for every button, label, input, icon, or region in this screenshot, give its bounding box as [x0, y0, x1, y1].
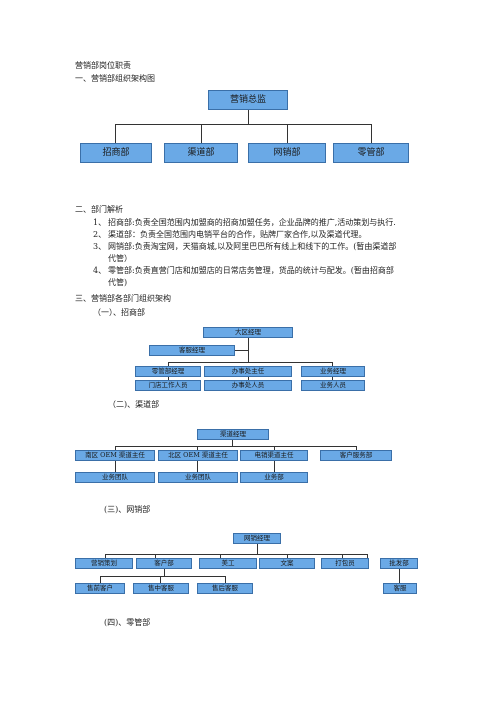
org-node: 业务人员 [301, 380, 365, 391]
org-node: 营销策划 [75, 558, 133, 569]
org-node: 零管部经理 [135, 366, 201, 377]
connector [168, 362, 332, 363]
org-node-channel-manager: 渠道经理 [197, 429, 269, 440]
connector [225, 576, 226, 583]
org-dept-online-sales: 网销部 [248, 143, 326, 163]
connector [168, 377, 169, 380]
analysis-item-text: 渠道部：负责全国范围内电销平台的合作，贴牌厂家合作,以及渠道代理。 [108, 230, 367, 239]
org-node: 业务部 [240, 472, 308, 483]
connector [168, 362, 169, 366]
org-node: 门店工作人员 [135, 380, 201, 391]
connector [248, 377, 249, 380]
analysis-item-text-cont: 代管） [108, 254, 132, 263]
org-node-regional-manager: 大区经理 [203, 327, 293, 338]
connector [367, 554, 368, 558]
connector [201, 124, 202, 143]
connector [274, 446, 275, 450]
org-node: 文案 [259, 558, 315, 569]
connector [356, 446, 357, 450]
analysis-item-number: 4、 [93, 266, 107, 275]
subsection-channel: （二)、渠道部 [108, 400, 160, 409]
org-node: 客户部 [136, 558, 192, 569]
connector [105, 554, 106, 558]
connector [160, 576, 161, 583]
connector [287, 124, 288, 143]
connector [105, 554, 367, 555]
org-node: 打包员 [321, 558, 369, 569]
org-dept-recruitment: 招商部 [80, 143, 152, 163]
connector [100, 576, 225, 577]
org-node: 美工 [199, 558, 257, 569]
org-node: 办事处人员 [204, 380, 292, 391]
connector [232, 440, 233, 446]
analysis-item-text: 招商部:负责全国范围内加盟商的招商加盟任务，企业品牌的推广,活动策划与执行. [108, 218, 396, 227]
connector [257, 544, 258, 554]
analysis-item-number: 1、 [93, 218, 107, 227]
connector [197, 446, 198, 450]
connector [100, 576, 101, 583]
connector [115, 124, 116, 143]
connector [248, 338, 249, 362]
org-node: 北区 OEM 渠道主任 [158, 450, 238, 461]
connector [287, 554, 288, 558]
connector [248, 110, 249, 124]
doc-title: 营销部岗位职责 [75, 61, 131, 70]
org-node: 客服 [383, 583, 417, 594]
section-1-heading: 一、营销部组织架构图 [75, 74, 155, 83]
org-node: 客户服务部 [320, 450, 392, 461]
org-node: 售后客服 [197, 583, 253, 594]
section-2-heading: 二、部门解析 [75, 205, 123, 214]
org-node: 南区 OEM 渠道主任 [75, 450, 155, 461]
subsection-retail: (四)、零管部 [104, 618, 151, 627]
org-node-online-manager: 网销经理 [233, 533, 281, 544]
connector [115, 446, 356, 447]
org-node: 电销渠道主任 [240, 450, 308, 461]
section-3-heading: 三、营销部各部门组织架构 [75, 294, 171, 303]
connector [332, 377, 333, 380]
org-dept-retail: 零管部 [333, 143, 409, 163]
org-node: 办事处主任 [204, 366, 292, 377]
connector [115, 124, 371, 125]
connector [155, 554, 156, 558]
analysis-item-number: 2、 [93, 230, 107, 239]
connector [197, 461, 198, 472]
analysis-item-text: 网销部:负责淘宝网，天猫商城,以及阿里巴巴所有线上和线下的工作。(暂由渠道部 [108, 242, 397, 251]
subsection-recruitment: （一）、招商部 [93, 308, 145, 317]
analysis-item-text-cont: 代管) [108, 278, 128, 287]
connector [115, 461, 116, 472]
analysis-item-number: 3、 [93, 242, 107, 251]
connector [220, 554, 221, 558]
org-node: 业务团队 [158, 472, 238, 483]
subsection-online-sales: (三)、网销部 [104, 505, 151, 514]
org-node: 售前客户 [75, 583, 125, 594]
connector [342, 554, 343, 558]
connector [371, 124, 372, 143]
connector [332, 362, 333, 366]
org-node: 业务经理 [301, 366, 365, 377]
connector [115, 446, 116, 450]
connector [274, 461, 275, 472]
connector [235, 350, 248, 351]
analysis-item-text: 零管部:负责直营门店和加盟店的日常店务管理，货品的统计与配发。(暂由招商部 [108, 266, 394, 275]
org-dept-channel: 渠道部 [164, 143, 238, 163]
org-node: 售中客服 [133, 583, 189, 594]
org-node: 批发部 [380, 558, 418, 569]
org-node-cs-manager: 客服经理 [149, 345, 235, 356]
org-node: 业务团队 [75, 472, 155, 483]
connector [399, 569, 400, 583]
connector [164, 569, 165, 576]
org-head-marketing-director: 营销总监 [208, 90, 288, 110]
